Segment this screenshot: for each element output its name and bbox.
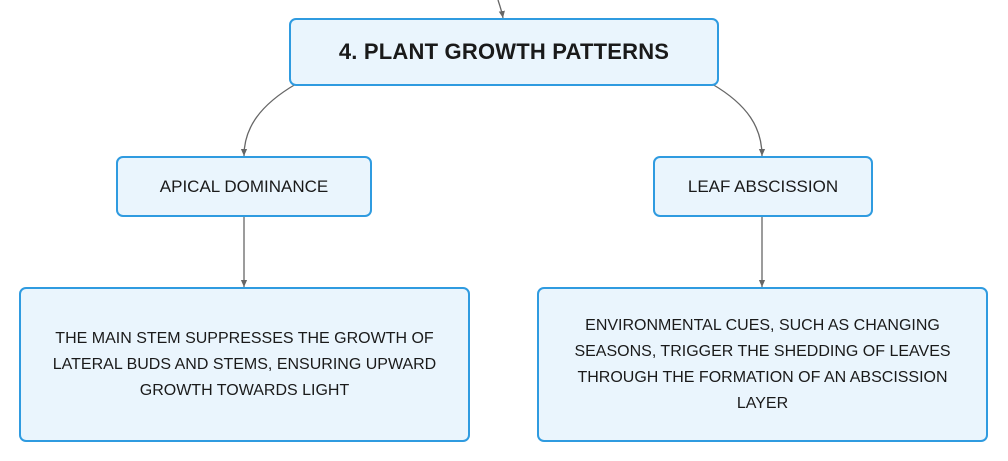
connector-root-to-apical — [240, 83, 297, 157]
node-apical-dominance[interactable]: APICAL DOMINANCE — [116, 156, 372, 217]
node-apical-dominance-detail[interactable]: THE MAIN STEM SUPPRESSES THE GROWTH OF L… — [19, 287, 470, 442]
node-apical-dominance-detail-text: THE MAIN STEM SUPPRESSES THE GROWTH OF L… — [52, 329, 437, 399]
connector-parent-to-root — [497, 0, 505, 19]
node-leaf-abscission[interactable]: LEAF ABSCISSION — [653, 156, 873, 217]
root-node-title: 4. PLANT GROWTH PATTERNS — [338, 39, 670, 64]
connector-root-to-abscission — [711, 83, 766, 157]
node-leaf-abscission-detail[interactable]: ENVIRONMENTAL CUES, SUCH AS CHANGING SEA… — [537, 287, 988, 442]
node-leaf-abscission-detail-text: ENVIRONMENTAL CUES, SUCH AS CHANGING SEA… — [574, 316, 951, 412]
root-node[interactable]: 4. PLANT GROWTH PATTERNS — [289, 18, 719, 86]
node-apical-dominance-label: APICAL DOMINANCE — [159, 176, 329, 196]
node-leaf-abscission-label: LEAF ABSCISSION — [687, 176, 839, 196]
